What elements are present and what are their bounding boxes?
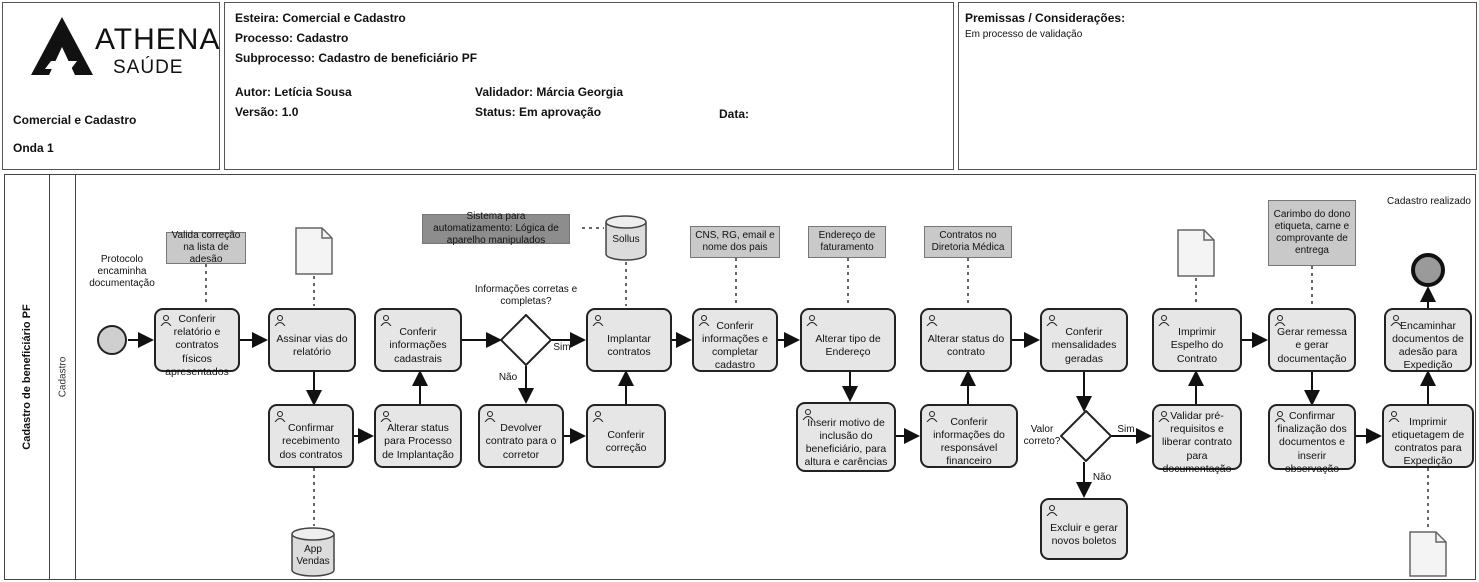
user-icon (1158, 411, 1170, 422)
gateway-1-yes: Sim (553, 342, 571, 353)
task-implantar-contratos[interactable]: Implantar contratos (586, 308, 672, 372)
task-inserir-motivo-inclusao[interactable]: Inserir motivo de inclusão do beneficiár… (796, 402, 896, 472)
autor-text: Autor: Letícia Sousa (235, 85, 352, 99)
task-conferir-completar-cadastro[interactable]: Conferir informações e completar cadastr… (692, 308, 778, 372)
task-alterar-status-implantacao[interactable]: Alterar status para Processo de Implanta… (374, 404, 462, 468)
user-icon (802, 409, 814, 420)
user-icon (926, 411, 938, 422)
end-event-label: Cadastro realizado (1387, 196, 1471, 207)
task-encaminhar-documentos[interactable]: Encaminhar documentos de adesão para Exp… (1384, 308, 1472, 372)
gateway-diamond-2 (1060, 410, 1112, 462)
document-icon (1409, 531, 1447, 577)
task-conferir-responsavel-financeiro[interactable]: Conferir informações do responsável fina… (920, 404, 1018, 468)
data-text: Data: (719, 107, 750, 121)
task-conferir-correcao[interactable]: Conferir correção (586, 404, 666, 468)
user-icon (274, 411, 286, 422)
start-event-label: Protocolo encaminha documentação (89, 254, 155, 289)
versao-text: Versão: 1.0 (235, 105, 299, 119)
note-carimbo-etiqueta: Carimbo do dono etiqueta, carne e compro… (1268, 200, 1356, 266)
wave-label: Onda 1 (13, 141, 54, 155)
lane-label: Cadastro (50, 174, 76, 580)
user-icon (1274, 411, 1286, 422)
task-confirmar-finalizacao[interactable]: Confirmar finalização dos documentos e i… (1268, 404, 1356, 475)
document-icon (295, 227, 333, 275)
user-icon (484, 411, 496, 422)
user-icon (592, 411, 604, 422)
user-icon (1388, 411, 1400, 422)
header-process-box: Esteira: Comercial e Cadastro Processo: … (224, 2, 954, 170)
task-conferir-mensalidades[interactable]: Conferir mensalidades geradas (1040, 308, 1128, 372)
note-endereco-faturamento: Endereço de faturamento (808, 226, 886, 258)
gateway-1-no: Não (498, 372, 518, 383)
gateway-1-label: Informações corretas e completas? (474, 284, 578, 307)
task-confirmar-recebimento[interactable]: Confirmar recebimento dos contratos (268, 404, 354, 468)
user-icon (380, 411, 392, 422)
note-cns-rg: CNS, RG, email e nome dos pais (690, 226, 780, 258)
task-devolver-contrato[interactable]: Devolver contrato para o corretor (478, 404, 564, 468)
user-icon (274, 315, 286, 326)
task-conferir-informacoes-cadastrais[interactable]: Conferir informações cadastrais (374, 308, 462, 372)
end-event (1411, 253, 1445, 287)
database-icon (605, 215, 647, 261)
user-icon (806, 315, 818, 326)
user-icon (1158, 315, 1170, 326)
task-assinar-vias[interactable]: Assinar vias do relatório (268, 308, 356, 372)
user-icon (380, 315, 392, 326)
note-contratos-diretoria: Contratos no Diretoria Médica (924, 226, 1012, 258)
logo-name: ATHENA (95, 23, 221, 56)
task-conferir-relatorio[interactable]: Conferir relatório e contratos físicos a… (154, 308, 240, 378)
header-logo-box: ATHENA SAÚDE Comercial e Cadastro Onda 1 (2, 2, 220, 170)
note-sistema-automatizamento: Sistema para automatizamento: Lógica de … (422, 211, 570, 246)
gateway-2-yes: Sim (1117, 424, 1135, 435)
datastore-appvendas-label: App Vendas (296, 544, 330, 567)
task-imprimir-espelho[interactable]: Imprimir Espelho do Contrato (1152, 308, 1242, 372)
task-alterar-status-contrato[interactable]: Alterar status do contrato (920, 308, 1012, 372)
status-text: Status: Em aprovação (475, 105, 602, 119)
processo-text: Processo: Cadastro (235, 31, 349, 45)
user-icon (160, 315, 172, 326)
user-icon (592, 315, 604, 326)
athena-logo-icon (31, 17, 93, 75)
user-icon (926, 315, 938, 326)
task-alterar-tipo-endereco[interactable]: Alterar tipo de Endereço (800, 308, 896, 372)
task-gerar-remessa[interactable]: Gerar remessa e gerar documentação (1268, 308, 1356, 372)
start-event (97, 325, 127, 355)
esteira-text: Esteira: Comercial e Cadastro (235, 11, 406, 25)
gateway-2-no: Não (1092, 472, 1112, 483)
gateway-2-label: Valor correto? (1023, 424, 1061, 447)
header-premissas-box: Premissas / Considerações: Em processo d… (958, 2, 1477, 170)
user-icon (1046, 505, 1058, 516)
note-valida-correcao: Valida correção na lista de adesão (166, 230, 246, 265)
task-imprimir-etiquetagem[interactable]: Imprimir etiquetagem de contratos para E… (1382, 404, 1474, 468)
premissas-text: Em processo de validação (965, 29, 1083, 40)
pool-label: Cadastro de beneficiário PF (4, 174, 50, 580)
logo-subtitle: SAÚDE (113, 57, 184, 78)
user-icon (1046, 315, 1058, 326)
user-icon (698, 315, 710, 326)
subprocesso-text: Subprocesso: Cadastro de beneficiário PF (235, 51, 478, 65)
validador-text: Validador: Márcia Georgia (475, 85, 624, 99)
premissas-title: Premissas / Considerações: (965, 11, 1126, 25)
task-excluir-gerar-boletos[interactable]: Excluir e gerar novos boletos (1040, 498, 1128, 560)
user-icon (1390, 315, 1402, 326)
database-icon (291, 527, 335, 577)
datastore-sollus-label: Sollus (612, 234, 640, 245)
gateway-diamond-1 (500, 314, 552, 366)
task-validar-pre-requisitos[interactable]: Validar pré-requisitos e liberar contrat… (1152, 404, 1242, 475)
pool-container (4, 174, 1476, 580)
area-label: Comercial e Cadastro (13, 113, 137, 127)
document-icon (1177, 229, 1215, 277)
user-icon (1274, 315, 1286, 326)
